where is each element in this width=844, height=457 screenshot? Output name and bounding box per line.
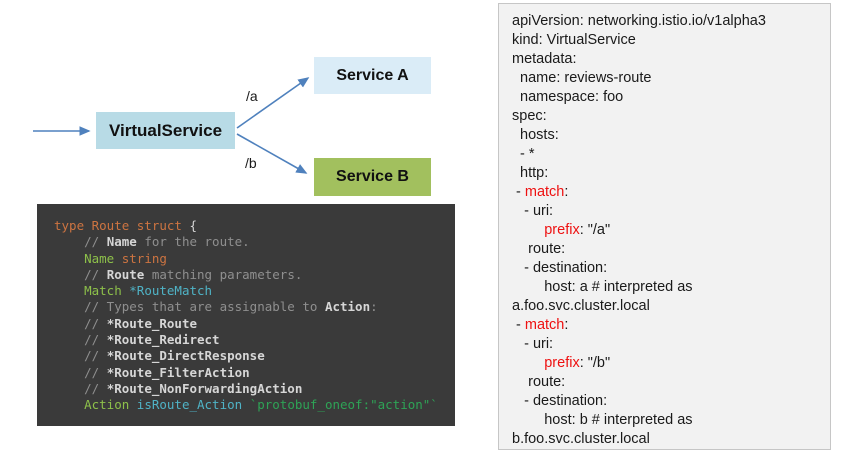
- yaml-line: prefix: "/b": [544, 355, 611, 371]
- yaml-line: - *: [512, 146, 535, 162]
- yaml-config-panel: apiVersion: networking.istio.io/v1alpha3…: [498, 3, 831, 450]
- code-line: // Name for the route.: [54, 234, 250, 250]
- yaml-line: namespace: foo: [512, 89, 624, 105]
- code-line: // *Route_FilterAction: [54, 364, 250, 380]
- yaml-line: http:: [512, 165, 549, 181]
- yaml-line: route:: [512, 374, 566, 390]
- service-b-node: Service B: [314, 158, 431, 196]
- yaml-line: spec:: [512, 108, 547, 124]
- virtualservice-label: VirtualService: [108, 120, 223, 140]
- code-line: Name string: [84, 250, 167, 266]
- code-line: type Route struct {: [54, 218, 197, 233]
- yaml-line: prefix: "/a": [544, 222, 611, 238]
- arrow-to-service-a: [236, 77, 310, 129]
- go-code-block: type Route struct { // Name for the rout…: [37, 204, 455, 426]
- arrow-to-service-b: [236, 133, 308, 174]
- yaml-line: - destination:: [512, 393, 608, 409]
- yaml-line: apiVersion: networking.istio.io/v1alpha3: [512, 13, 766, 29]
- yaml-line: route:: [512, 241, 566, 257]
- virtualservice-node: VirtualService: [96, 112, 235, 149]
- route-a-edge-label: /a: [246, 88, 258, 104]
- yaml-line: metadata:: [512, 51, 577, 67]
- yaml-line: - uri:: [512, 336, 554, 352]
- code-line: // Types that are assignable to Action:: [54, 299, 378, 315]
- code-line: // Route matching parameters.: [54, 266, 303, 282]
- code-line: Action isRoute_Action `protobuf_oneof:"a…: [84, 397, 438, 413]
- code-line: // *Route_NonForwardingAction: [54, 380, 303, 396]
- yaml-line: host: b # interpreted as: [512, 412, 693, 428]
- yaml-line: - destination:: [512, 260, 608, 276]
- code-line: // *Route_Route: [54, 315, 197, 331]
- code-line: Match *RouteMatch: [84, 283, 213, 299]
- yaml-line: host: a # interpreted as: [512, 279, 693, 295]
- flow-arrows: [33, 77, 310, 174]
- service-b-label: Service B: [336, 168, 409, 185]
- code-line: // *Route_Redirect: [54, 332, 220, 348]
- yaml-line: a.foo.svc.cluster.local: [512, 298, 650, 314]
- yaml-line: name: reviews-route: [512, 70, 652, 86]
- service-a-label: Service A: [336, 66, 409, 84]
- yaml-line: hosts:: [512, 127, 559, 143]
- yaml-line: - uri:: [512, 203, 554, 219]
- yaml-line: kind: VirtualService: [512, 32, 636, 48]
- yaml-line: - match:: [512, 317, 569, 333]
- code-line: // *Route_DirectResponse: [54, 348, 265, 364]
- yaml-line: - match:: [512, 184, 569, 200]
- route-b-edge-label: /b: [245, 155, 257, 171]
- yaml-line: b.foo.svc.cluster.local: [512, 431, 650, 447]
- service-a-node: Service A: [314, 57, 431, 94]
